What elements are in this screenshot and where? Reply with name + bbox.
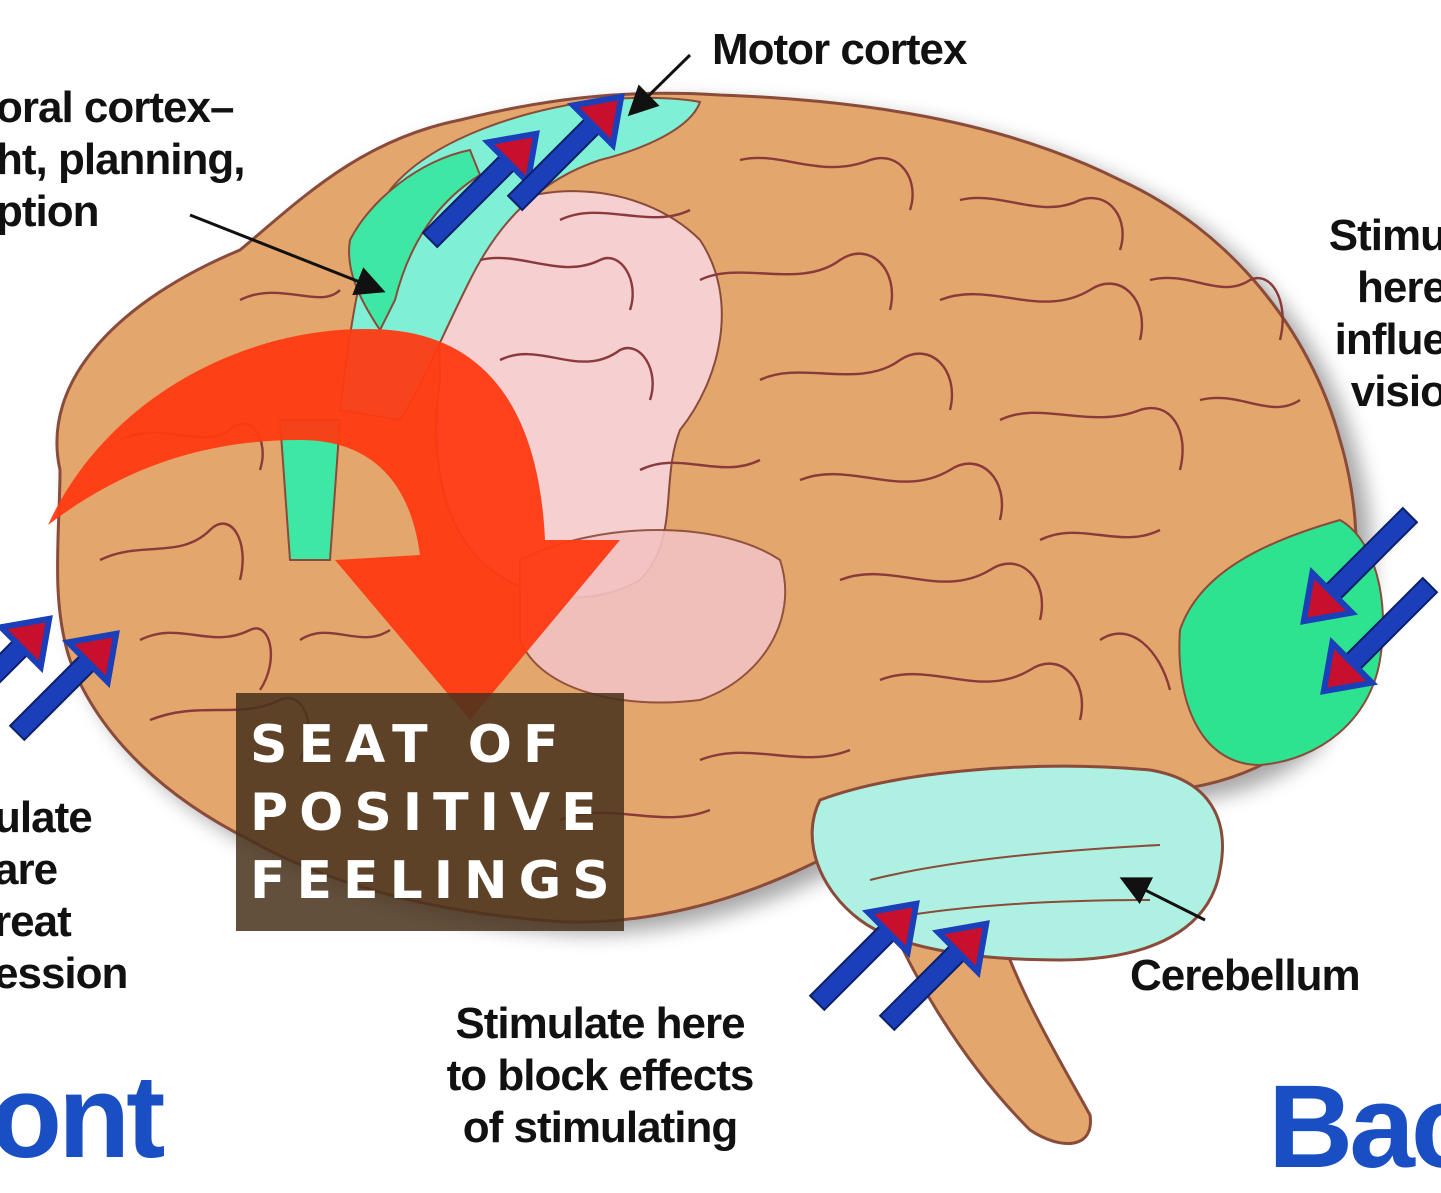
front-heading: ont xyxy=(0,1058,161,1176)
occipital-label: Stimu here influe visio xyxy=(1306,210,1441,418)
caption-line: FEELINGS xyxy=(250,847,624,915)
cerebellum-label: Cerebellum xyxy=(1130,950,1360,1002)
back-heading: Bac xyxy=(1268,1068,1441,1186)
prefrontal-label: oral cortex– ht, planning, ption xyxy=(0,82,245,238)
motor-cortex-label: Motor cortex xyxy=(712,24,966,76)
caption-line: SEAT OF xyxy=(250,711,624,779)
brain-diagram: Motor cortex oral cortex– ht, planning, … xyxy=(0,0,1441,1167)
brainstem-note: Stimulate here to block effects of stimu… xyxy=(410,998,790,1154)
frontal-lobe-label: ulate are reat ession xyxy=(0,792,127,1000)
seat-of-positive-feelings-caption: SEAT OF POSITIVE FEELINGS xyxy=(236,693,624,931)
caption-line: POSITIVE xyxy=(250,779,624,847)
